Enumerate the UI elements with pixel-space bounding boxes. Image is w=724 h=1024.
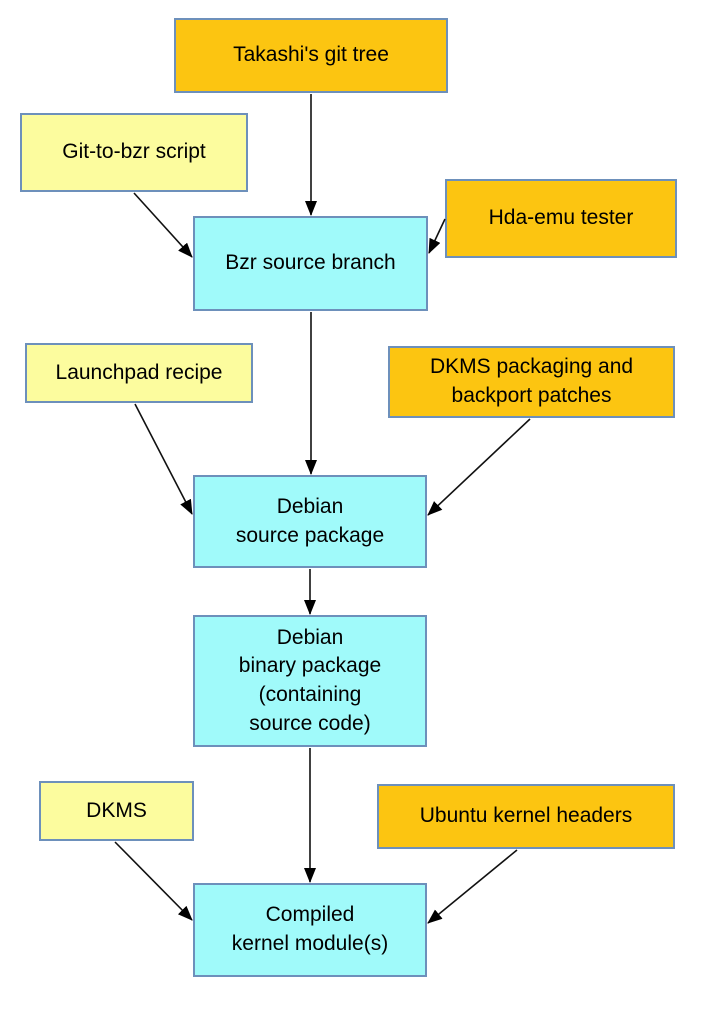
node-dkms-packaging: DKMS packaging and backport patches [388, 346, 675, 418]
node-git-to-bzr-script: Git-to-bzr script [20, 113, 248, 192]
node-compiled-kernel-modules: Compiled kernel module(s) [193, 883, 427, 977]
node-bzr-source-branch: Bzr source branch [193, 216, 428, 311]
arrow-ubuntu-kernel-headers-to-compiled-kernel-modules [427, 849, 518, 924]
node-ubuntu-kernel-headers: Ubuntu kernel headers [377, 784, 675, 849]
node-debian-source-package: Debian source package [193, 475, 427, 568]
node-takashi-git-tree: Takashi's git tree [174, 18, 448, 93]
arrow-launchpad-recipe-to-debian-source-package [134, 403, 193, 515]
node-launchpad-recipe: Launchpad recipe [25, 343, 253, 403]
arrow-dkms-packaging-and-backport-patches-to-debian-source-package [427, 418, 531, 516]
node-dkms: DKMS [39, 781, 194, 841]
node-debian-binary-package: Debian binary package (containing source… [193, 615, 427, 747]
node-hda-emu-tester: Hda-emu tester [445, 179, 677, 258]
arrow-git-to-bzr-script-to-bzr-source-branch [133, 192, 193, 258]
arrow-dkms-to-compiled-kernel-modules [114, 841, 193, 921]
arrow-hda-emu-tester-to-bzr-source-branch [428, 218, 446, 254]
